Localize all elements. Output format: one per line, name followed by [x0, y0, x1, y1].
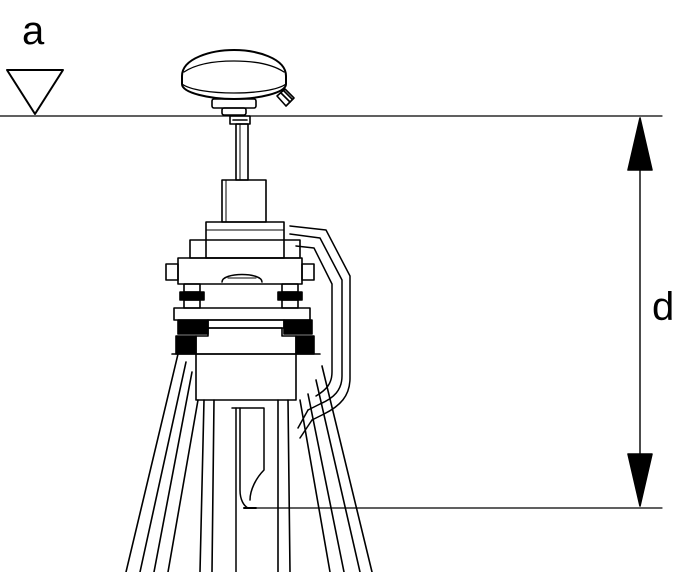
reference-label-a: a	[22, 9, 45, 53]
centering-rod	[231, 407, 265, 572]
carrier	[189, 221, 301, 259]
tripod-legs	[125, 353, 373, 572]
height-label-d: d	[652, 285, 674, 329]
triangle-down-icon	[6, 69, 64, 115]
tribrach	[165, 257, 315, 335]
arrowhead-icon	[627, 453, 653, 507]
antenna-adapter	[221, 115, 267, 223]
height-dimension	[627, 117, 653, 507]
arrowhead-icon	[627, 117, 653, 171]
tripod-head	[171, 327, 321, 401]
antenna-dome	[181, 49, 287, 100]
gnss-antenna	[181, 49, 295, 116]
